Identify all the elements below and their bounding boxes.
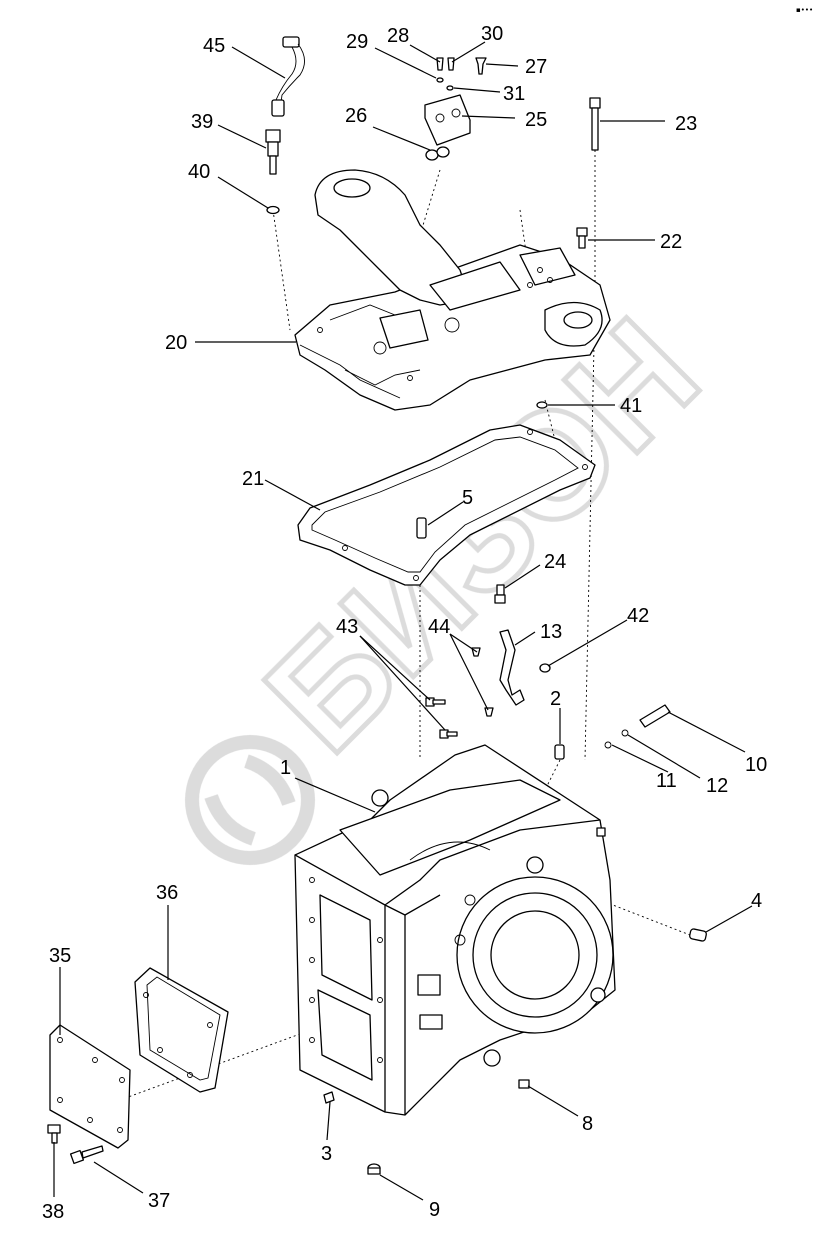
- callout-42: 42: [627, 605, 649, 627]
- callout-11: 11: [656, 770, 677, 792]
- callout-27: 27: [525, 56, 547, 78]
- callout-1: 1: [280, 757, 291, 779]
- drain-plug-9-part: [367, 1163, 381, 1175]
- callout-44: 44: [428, 616, 450, 638]
- callout-24: 24: [544, 551, 566, 573]
- callout-43: 43: [336, 616, 358, 638]
- callout-2: 2: [550, 688, 561, 710]
- callout-35: 35: [49, 945, 71, 967]
- main-housing-part: [294, 744, 616, 1116]
- callout-31: 31: [503, 83, 525, 105]
- short-bolt-part: [576, 227, 588, 249]
- side-cover-plate-part: [49, 1024, 131, 1149]
- callout-40: 40: [188, 161, 210, 183]
- breather-part: [604, 704, 671, 749]
- callout-23: 23: [675, 113, 697, 135]
- side-cover-gasket-part: [134, 967, 229, 1093]
- valve-cover-part: [424, 57, 487, 161]
- callout-3: 3: [321, 1143, 332, 1165]
- long-bolt-part: [589, 97, 601, 151]
- top-cover-part: [294, 169, 611, 411]
- callout-21: 21: [242, 468, 264, 490]
- callout-13: 13: [540, 621, 562, 643]
- callout-4: 4: [751, 890, 762, 912]
- pin-4-part: [689, 928, 707, 942]
- o-ring-small-part: [539, 663, 551, 673]
- bolt-43-part: [425, 697, 458, 739]
- leader-lines: [53, 41, 753, 1201]
- pressure-sensor-part: [265, 129, 281, 215]
- dowel-pin-part: [416, 517, 427, 539]
- plug-2-part: [554, 744, 565, 760]
- callout-8: 8: [582, 1113, 593, 1135]
- callout-labels: 45 39 40 29 28 30 27 31 25 26 23 22 20 4…: [42, 23, 767, 1223]
- callout-45: 45: [203, 35, 225, 57]
- callout-30: 30: [481, 23, 503, 45]
- callout-10: 10: [745, 754, 767, 776]
- fitting-part: [494, 584, 506, 604]
- callout-41: 41: [620, 395, 642, 417]
- pin-3-part: [323, 1091, 335, 1104]
- o-ring-part: [536, 401, 548, 409]
- callout-26: 26: [345, 105, 367, 127]
- callout-36: 36: [156, 882, 178, 904]
- callout-5: 5: [462, 487, 473, 509]
- callout-29: 29: [346, 31, 368, 53]
- gasket-part: [297, 424, 596, 586]
- callout-9: 9: [429, 1199, 440, 1221]
- corner-mark: ▪•••: [796, 6, 813, 14]
- bolt-37-part: [69, 1145, 104, 1165]
- callout-38: 38: [42, 1201, 64, 1223]
- callout-20: 20: [165, 332, 187, 354]
- callout-22: 22: [660, 231, 682, 253]
- bolt-38-part: [47, 1124, 61, 1144]
- callout-28: 28: [387, 25, 409, 47]
- sensor-harness-part: [271, 36, 305, 117]
- callout-37: 37: [148, 1190, 170, 1212]
- drain-plug-8-part: [518, 1079, 530, 1089]
- callout-12: 12: [706, 775, 728, 797]
- callout-39: 39: [191, 111, 213, 133]
- callout-25: 25: [525, 109, 547, 131]
- oil-pipe-part: [499, 629, 525, 706]
